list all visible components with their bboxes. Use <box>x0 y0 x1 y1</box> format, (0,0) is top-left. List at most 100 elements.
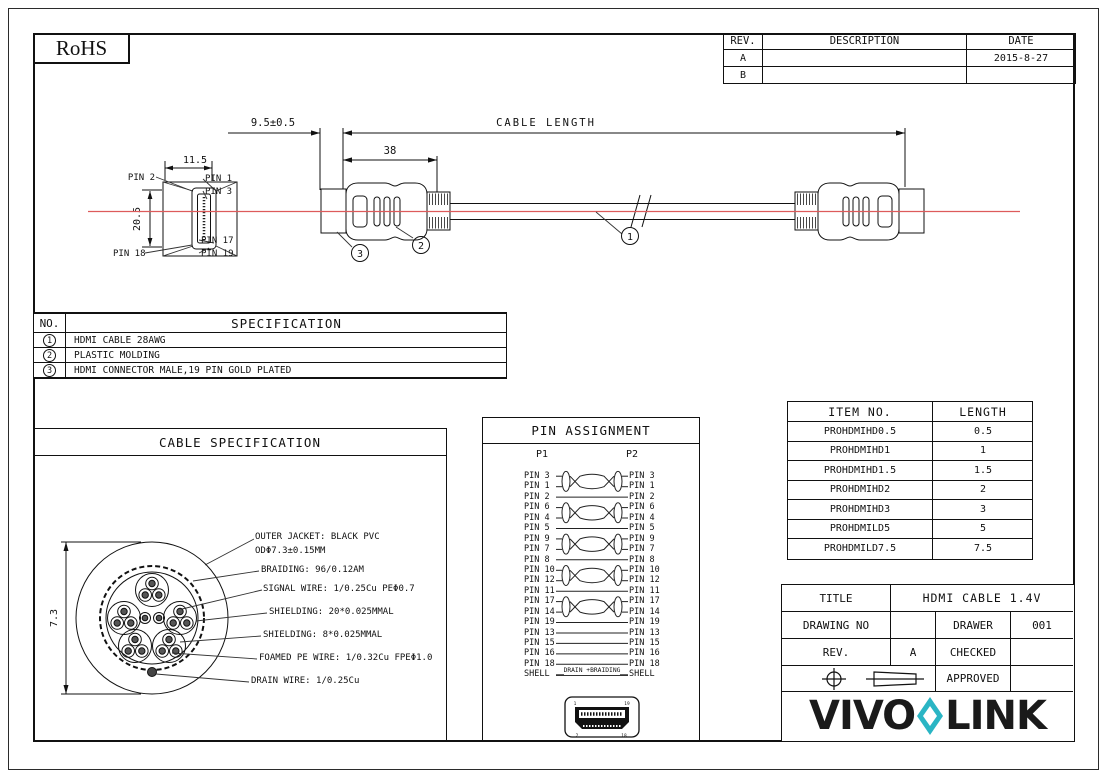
logo-text-vivo: VIVO <box>809 693 916 739</box>
cable-cross-section: 7.3 <box>49 538 268 695</box>
spec-text-2: PLASTIC MOLDING <box>66 348 507 363</box>
rev-b-cell: B <box>724 67 763 84</box>
label-shielding-8: SHIELDING: 8*0.025MMAL <box>263 630 383 640</box>
callout-2: 2 <box>395 226 430 254</box>
drawer-label: DRAWER <box>936 612 1011 639</box>
title-value: HDMI CABLE 1.4V <box>891 585 1073 612</box>
datum-target-icon <box>821 667 846 690</box>
svg-text:1: 1 <box>627 232 633 243</box>
connector-front-view: PIN 2 PIN 1 PIN 3 PIN 17 PIN 19 PIN 18 1… <box>113 155 238 259</box>
checked-value <box>1011 639 1073 666</box>
rev-header: REV. <box>724 33 763 50</box>
title-block: TITLE HDMI CABLE 1.4V DRAWING NO DRAWER … <box>781 584 1075 742</box>
spec-text-1: HDMI CABLE 28AWG <box>66 333 507 348</box>
svg-text:7.3: 7.3 <box>49 609 60 627</box>
front-pin3-label: PIN 3 <box>205 187 232 197</box>
projection-cone-icon <box>865 670 924 687</box>
label-signal-wire: SIGNAL WIRE: 1/0.25Cu PEΦ0.7 <box>263 584 415 594</box>
cable-spec-title: CABLE SPECIFICATION <box>34 429 446 456</box>
title-label: TITLE <box>782 585 891 612</box>
cross-section-leaders <box>155 538 268 683</box>
item-row: PROHDMIHD1 1 <box>788 441 1033 461</box>
label-braiding: BRAIDING: 96/0.12AM <box>261 565 364 575</box>
svg-text:3: 3 <box>357 249 363 260</box>
item-row: PROHDMIHD1.5 1.5 <box>788 461 1033 481</box>
p1-header: P1 <box>536 449 549 460</box>
drain-braiding-label: DRAIN +BRAIDING <box>556 667 628 676</box>
svg-text:2: 2 <box>418 241 424 252</box>
spec-row-1: 1 HDMI CABLE 28AWG <box>34 333 507 348</box>
approved-label: APPROVED <box>936 666 1011 692</box>
drawing-no-label: DRAWING NO <box>782 612 891 639</box>
spec-text-3: HDMI CONNECTOR MALE,19 PIN GOLD PLATED <box>66 363 507 378</box>
length-header: LENGTH <box>933 402 1033 422</box>
rev-label: REV. <box>782 639 891 666</box>
pin-assignment-section: PIN ASSIGNMENT <box>482 417 700 742</box>
wire-bundles <box>107 573 197 677</box>
projection-symbols <box>782 666 936 692</box>
cable-length-dim: CABLE LENGTH <box>496 117 596 129</box>
front-pin1-label: PIN 1 <box>205 174 232 184</box>
cross-section-dim: 7.3 <box>49 541 141 695</box>
rev-value: A <box>891 639 936 666</box>
front-height-dim: 20.5 <box>132 207 143 231</box>
svg-text:2: 2 <box>576 733 579 739</box>
pin-wiring-diagram <box>556 470 628 676</box>
item-row: PROHDMIHD2 2 <box>788 480 1033 500</box>
description-header: DESCRIPTION <box>763 33 967 50</box>
spec-row-2: 2 PLASTIC MOLDING <box>34 348 507 363</box>
item-row: PROHDMIHD3 3 <box>788 500 1033 520</box>
callout-3: 3 <box>336 231 369 262</box>
drain-wire <box>147 667 157 677</box>
boot-dim: 38 <box>384 145 397 157</box>
spec-row-3: 3 HDMI CONNECTOR MALE,19 PIN GOLD PLATED <box>34 363 507 378</box>
item-row: PROHDMIHD0.5 0.5 <box>788 422 1033 442</box>
specification-table: NO. SPECIFICATION 1 HDMI CABLE 28AWG 2 P… <box>33 312 507 379</box>
front-pin19-label: PIN 19 <box>201 249 234 259</box>
spec-callout-1: 1 <box>43 333 56 347</box>
drawing-no-value <box>891 612 936 639</box>
front-width-dim: 11.5 <box>183 155 207 166</box>
callout-1: 1 <box>595 211 639 245</box>
label-outer-jacket: OUTER JACKET: BLACK PVC <box>255 532 380 542</box>
p2-pin-list: PIN 3 PIN 1 PIN 2 PIN 6 PIN 4 PIN 5 PIN … <box>629 471 660 680</box>
spec-callout-2: 2 <box>43 348 56 362</box>
approved-value <box>1011 666 1073 692</box>
item-row: PROHDMILD7.5 7.5 <box>788 539 1032 559</box>
rev-b-date <box>967 67 1076 84</box>
rev-a-date: 2015-8-27 <box>967 50 1076 67</box>
logo-text-link: LINK <box>945 693 1047 739</box>
revision-table: REV. DESCRIPTION DATE A 2015-8-27 B <box>723 33 1076 84</box>
item-length-table: ITEM NO. LENGTH PROHDMIHD0.5 0.5 PROHDMI… <box>787 401 1033 560</box>
sheet-outer-border <box>8 8 1099 770</box>
rohs-badge: RoHS <box>33 33 130 64</box>
rohs-label: RoHS <box>55 36 108 60</box>
label-drain-wire: DRAIN WIRE: 1/0.25Cu <box>251 676 360 686</box>
p1-pin-list: PIN 3 PIN 1 PIN 2 PIN 6 PIN 4 PIN 5 PIN … <box>524 471 555 680</box>
rev-b-description <box>763 67 967 84</box>
vivolink-logo: VIVO LINK <box>782 692 1073 740</box>
label-shielding-20: SHIELDING: 20*0.025MMAL <box>269 607 394 617</box>
item-no-header: ITEM NO. <box>788 402 933 422</box>
tip-dim: 9.5±0.5 <box>251 117 295 129</box>
svg-text:19: 19 <box>624 701 630 707</box>
label-od: ODΦ7.3±0.15MM <box>255 546 326 556</box>
spec-no-header: NO. <box>34 314 66 333</box>
logo-diamond-icon <box>917 697 944 735</box>
front-pin17-label: PIN 17 <box>201 236 234 246</box>
rev-a-cell: A <box>724 50 763 67</box>
label-foamed-pe: FOAMED PE WIRE: 1/0.32Cu FPEΦ1.0 <box>259 653 433 663</box>
pin-assignment-title: PIN ASSIGNMENT <box>483 418 699 444</box>
svg-text:1: 1 <box>574 701 577 707</box>
front-pin2-label: PIN 2 <box>128 173 155 183</box>
drawer-value: 001 <box>1011 612 1073 639</box>
p2-header: P2 <box>626 449 639 460</box>
svg-text:18: 18 <box>621 733 627 739</box>
cable-specification-section: CABLE SPECIFICATION <box>33 428 447 742</box>
hdmi-connector-face-icon: 1 19 2 18 <box>564 696 640 739</box>
front-pin18-label: PIN 18 <box>113 249 146 259</box>
spec-header: SPECIFICATION <box>66 314 507 333</box>
rev-a-description <box>763 50 967 67</box>
date-header: DATE <box>967 33 1076 50</box>
cable-assembly-drawing: PIN 2 PIN 1 PIN 3 PIN 17 PIN 19 PIN 18 1… <box>88 117 1020 262</box>
